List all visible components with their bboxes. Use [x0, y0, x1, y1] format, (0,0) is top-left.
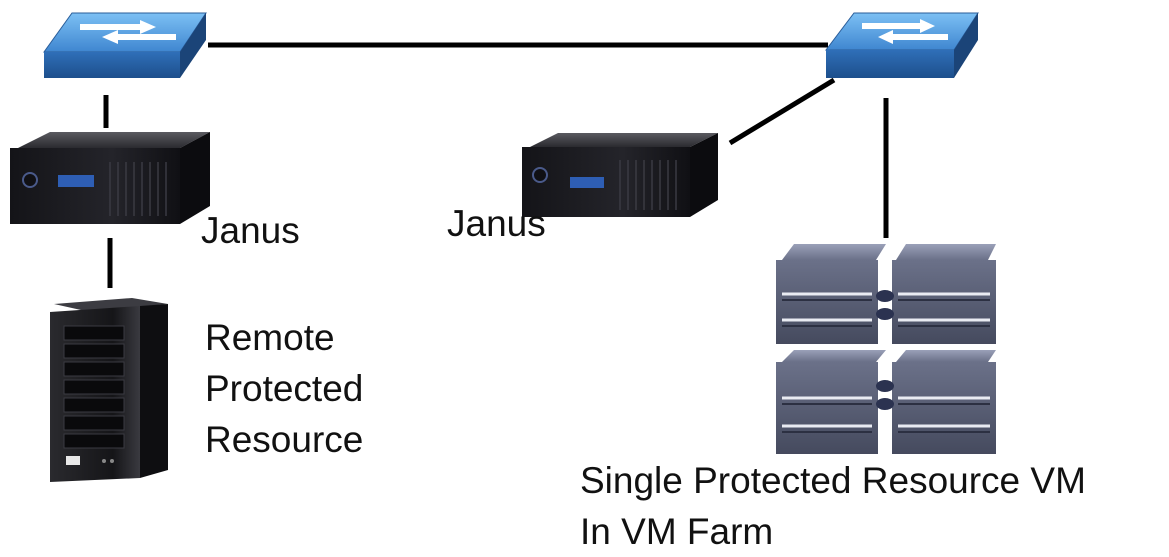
tower-server-icon	[50, 298, 168, 482]
connection-lines	[103, 42, 889, 288]
vm-farm-label: Single Protected Resource VM In VM Farm	[580, 455, 1086, 557]
remote-resource-label-line: Remote	[205, 317, 335, 358]
janus-left-label: Janus	[201, 210, 300, 251]
janus-right-label: Janus	[447, 203, 546, 244]
rack-unit	[892, 244, 996, 344]
network-switch-icon	[43, 12, 207, 78]
remote-resource-label-line: Resource	[205, 419, 364, 460]
appliance-box-icon	[10, 132, 210, 224]
rack-unit	[892, 350, 996, 454]
remote-resource-label-line: Protected	[205, 368, 364, 409]
rack-unit	[776, 350, 886, 454]
server-rack-cluster-icon	[776, 244, 996, 454]
link-right-switch-to-janus	[728, 77, 836, 146]
vm-farm-label-line: In VM Farm	[580, 511, 774, 552]
vm-farm-label-line: Single Protected Resource VM	[580, 460, 1086, 501]
appliance-box-icon	[522, 133, 718, 217]
remote-resource-label: Remote Protected Resource	[205, 312, 363, 465]
network-switch-icon	[824, 12, 979, 78]
rack-unit	[776, 244, 886, 344]
